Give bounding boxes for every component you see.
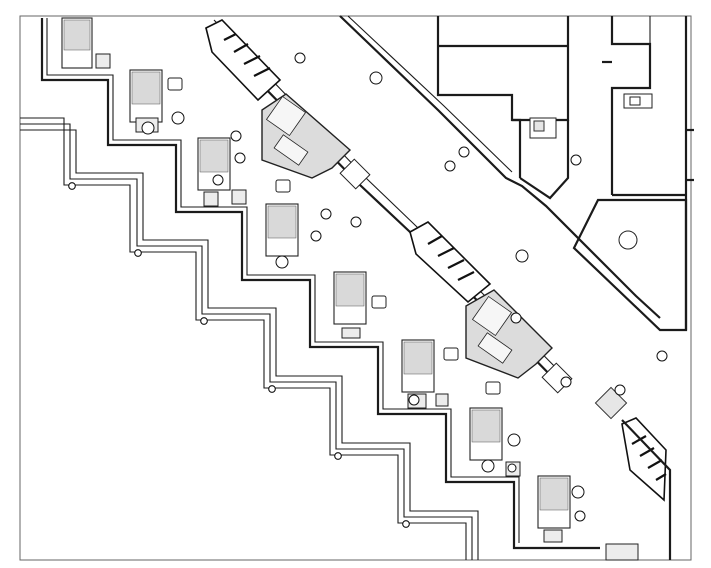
room-outer-wall — [40, 18, 600, 550]
corridor-node — [402, 520, 410, 528]
room-outer-wall-inner-line — [46, 18, 520, 543]
stair-1 — [205, 19, 282, 102]
patient-room-1 — [61, 17, 111, 69]
corridor-node — [134, 249, 142, 257]
corridor-line-outer — [20, 117, 467, 560]
patient-room-5 — [333, 271, 387, 339]
corridor-wall-diagonal-right — [339, 15, 661, 319]
corridor-node — [268, 385, 276, 393]
upper-right-rooms — [436, 16, 694, 332]
cabinet — [339, 158, 371, 190]
stair-2 — [409, 221, 492, 304]
patient-room-6 — [401, 339, 501, 409]
drawing-frame — [19, 15, 692, 561]
people — [141, 52, 668, 522]
corridor-wall-diagonal-right-2 — [347, 15, 513, 173]
stepped-corridor-bands — [20, 117, 479, 560]
corridor-node — [334, 452, 342, 460]
bathroom-pods — [261, 93, 553, 379]
round-table — [618, 230, 638, 250]
patient-room-2 — [129, 69, 183, 133]
patient-room-4 — [265, 179, 299, 257]
patient-room-7 — [469, 407, 521, 477]
lounge-room — [572, 198, 688, 332]
corridor-node — [200, 317, 208, 325]
corridor-node — [68, 182, 76, 190]
stair-3 — [621, 417, 672, 560]
corridor-line-middle — [20, 123, 473, 560]
patient-room-8 — [537, 475, 639, 561]
corridor-line-inner — [20, 129, 479, 560]
patient-room-3 — [197, 137, 247, 207]
